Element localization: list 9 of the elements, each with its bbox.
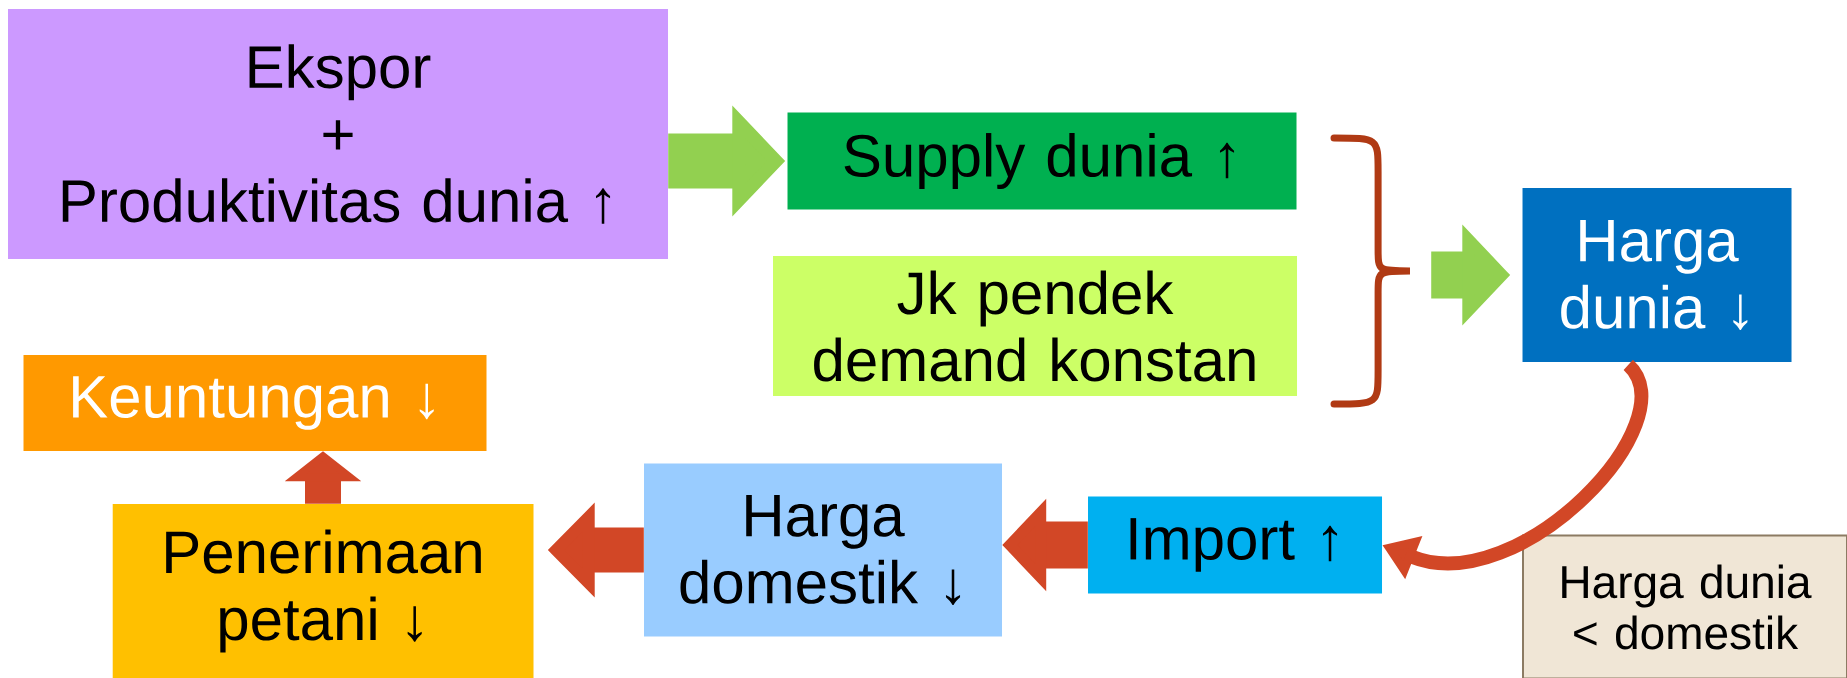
process-box: Import ↑ (1088, 496, 1382, 594)
process-box: Harga domestik ↓ (644, 463, 1002, 637)
process-box: Penerimaan petani ↓ (112, 504, 534, 678)
note-box: Harga dunia < domestik (1522, 534, 1847, 678)
process-box: Supply dunia ↑ (787, 112, 1297, 210)
process-box: Jk pendek demand konstan (773, 256, 1297, 396)
process-box: Ekspor + Produktivitas dunia ↑ (8, 9, 668, 259)
process-box: Harga dunia ↓ (1522, 188, 1792, 362)
process-box: Keuntungan ↓ (23, 355, 487, 451)
